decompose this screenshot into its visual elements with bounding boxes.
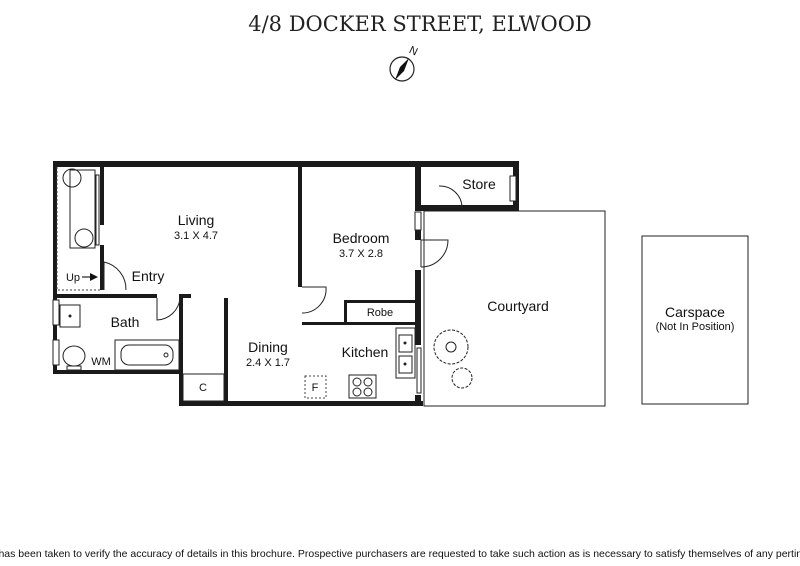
carspace-boundary bbox=[641, 235, 749, 405]
windows bbox=[52, 174, 517, 394]
disclaimer: Every care has been taken to verify the … bbox=[0, 548, 800, 560]
plant-icon bbox=[62, 168, 96, 249]
fridge-label: F bbox=[312, 382, 319, 394]
kitchen-fixtures bbox=[182, 327, 416, 402]
interior-walls bbox=[57, 167, 417, 401]
north-arrow-icon: N bbox=[389, 44, 419, 82]
room-living-dims: 3.1 X 4.7 bbox=[174, 230, 218, 242]
room-kitchen-label: Kitchen bbox=[342, 344, 389, 360]
room-dining-label: Dining bbox=[248, 339, 288, 355]
wm-label: WM bbox=[91, 356, 111, 368]
exterior-walls bbox=[53, 161, 519, 406]
courtyard-label: Courtyard bbox=[487, 298, 548, 314]
room-robe-label: Robe bbox=[367, 307, 393, 319]
tree-icon bbox=[433, 329, 473, 389]
room-store-label: Store bbox=[462, 176, 496, 192]
room-bedroom-label: Bedroom bbox=[333, 230, 390, 246]
up-arrow-icon bbox=[82, 273, 98, 281]
room-entry-label: Entry bbox=[132, 268, 165, 284]
carspace-note: (Not In Position) bbox=[656, 321, 735, 333]
room-bath-label: Bath bbox=[111, 314, 140, 330]
compass-label: N bbox=[407, 44, 419, 58]
page-title: 4/8 DOCKER STREET, ELWOOD bbox=[248, 12, 592, 36]
room-dining-dims: 2.4 X 1.7 bbox=[246, 357, 290, 369]
door-swings bbox=[103, 185, 463, 321]
up-label: Up bbox=[66, 272, 80, 284]
room-living-label: Living bbox=[178, 212, 215, 228]
room-bedroom-dims: 3.7 X 2.8 bbox=[339, 248, 383, 260]
cupboard-label: C bbox=[199, 382, 207, 394]
bath-fixtures bbox=[59, 304, 180, 371]
carspace-label: Carspace bbox=[665, 304, 725, 320]
